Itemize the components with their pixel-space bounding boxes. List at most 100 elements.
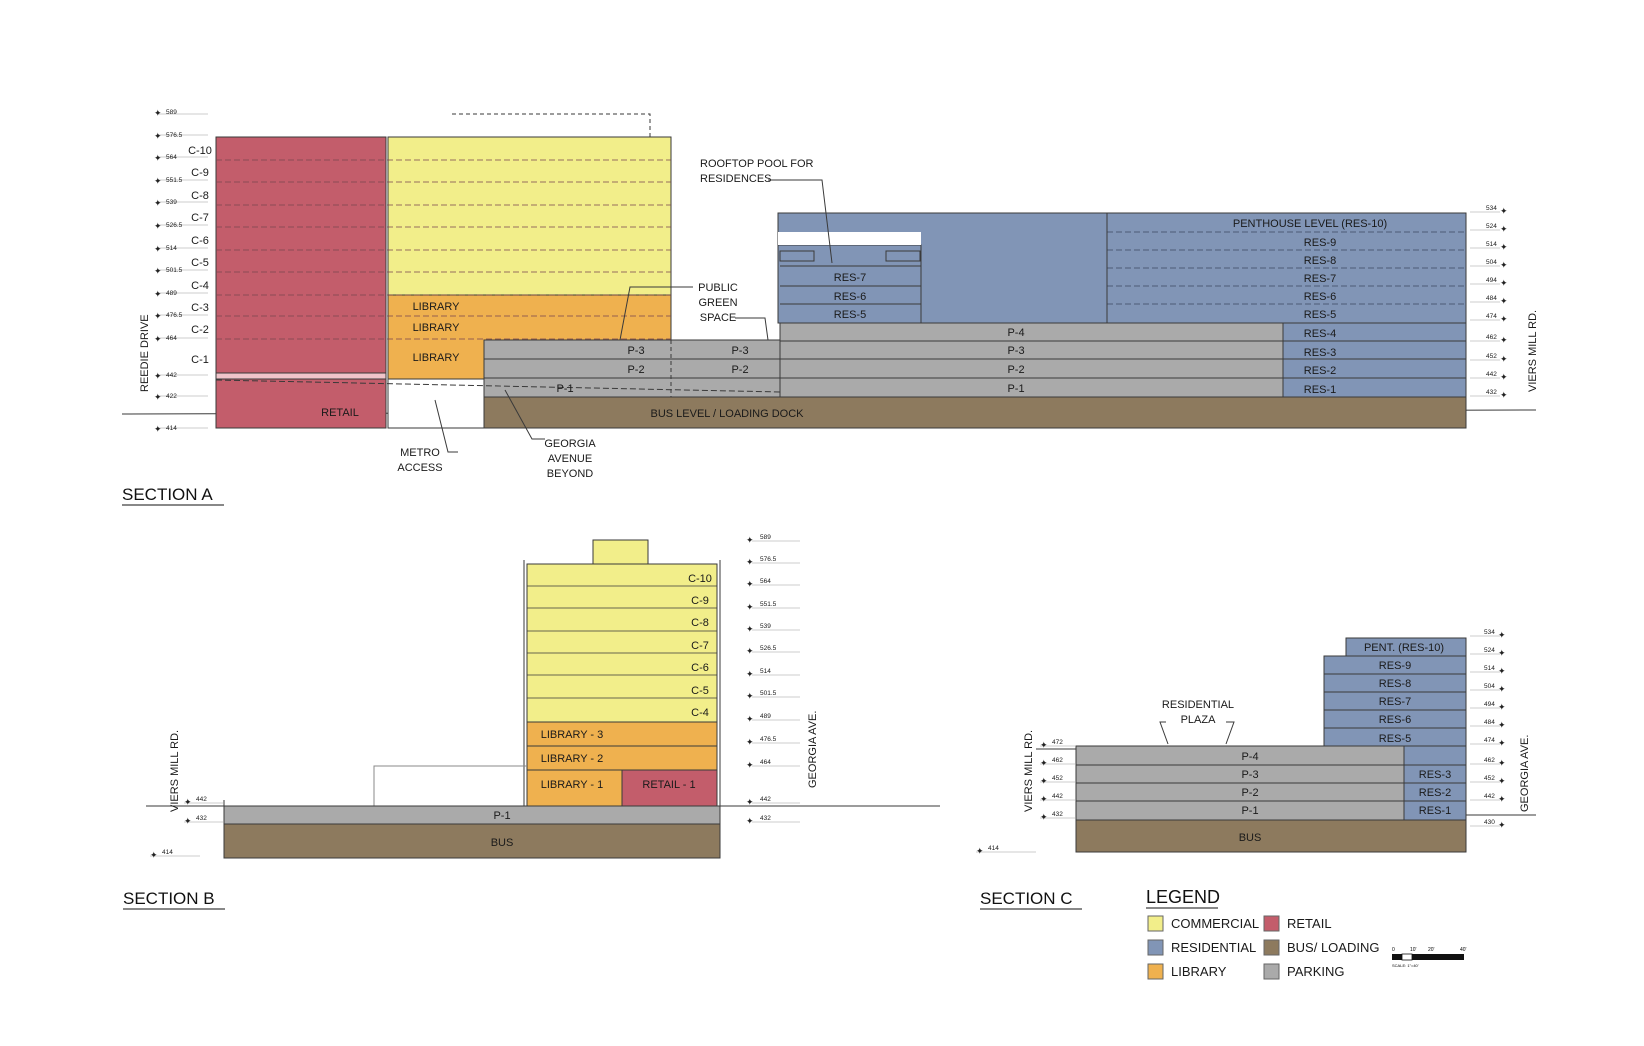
elevation-label: 422 <box>166 393 177 400</box>
scale-tick: 40' <box>1460 947 1467 953</box>
section-a-labels: C-10 C-9 C-8 C-7 C-6 C-5 C-4 C-3 C-2 C-1… <box>139 108 1539 480</box>
parking-label: P-1 <box>556 383 573 395</box>
parking-p1-b <box>223 805 721 825</box>
elevation-label: 551.5 <box>166 177 183 184</box>
floor-label: C-5 <box>691 685 709 697</box>
svg-text:✦: ✦ <box>746 646 754 656</box>
elevation-labels-b-right: 589 576.5 564 551.5 539 526.5 514 501.5 … <box>760 534 777 822</box>
svg-text:✦: ✦ <box>154 392 162 402</box>
elevation-label: 464 <box>760 759 771 766</box>
section-b-title: SECTION B <box>123 889 215 908</box>
svg-text:✦: ✦ <box>746 737 754 747</box>
elevation-label: 564 <box>166 154 177 161</box>
elevation-label: 514 <box>166 245 177 252</box>
library-label: LIBRARY <box>413 322 461 334</box>
elevation-label: 462 <box>1484 757 1495 764</box>
svg-text:✦: ✦ <box>1500 372 1508 382</box>
svg-text:✦: ✦ <box>1498 794 1506 804</box>
legend-label: PARKING <box>1287 964 1345 979</box>
note-green-space: PUBLIC <box>698 282 738 294</box>
elevation-label: 524 <box>1484 647 1495 654</box>
svg-text:✦: ✦ <box>1498 702 1506 712</box>
residential-label: RES-3 <box>1304 347 1336 359</box>
elevation-label: 442 <box>166 372 177 379</box>
svg-text:✦: ✦ <box>1040 812 1048 822</box>
elevation-label: 414 <box>162 849 173 856</box>
floor-label: C-1 <box>191 354 209 366</box>
floor-label: C-6 <box>191 235 209 247</box>
elevation-label: 462 <box>1052 757 1063 764</box>
commercial-floor-labels: C-10 C-9 C-8 C-7 C-6 C-5 C-4 C-3 C-2 C-1 <box>188 145 212 366</box>
scale-tick: 20' <box>1428 947 1435 953</box>
elevation-labels-a-left: 589 576.5 564 551.5 539 526.5 514 501.5 … <box>166 109 183 432</box>
street-label-viers-mill: VIERS MILL RD. <box>1527 310 1539 392</box>
rooftop-pool <box>778 232 921 245</box>
svg-text:✦: ✦ <box>746 669 754 679</box>
floor-label: C-5 <box>191 257 209 269</box>
retail-label: RETAIL - 1 <box>642 779 695 791</box>
section-c-labels: PENT. (RES-10) RES-9 RES-8 RES-7 RES-6 R… <box>976 629 1531 856</box>
elevation-markers-b-left: ✦✦✦ <box>150 797 192 860</box>
residential-label: RES-5 <box>1379 733 1411 745</box>
residential-label: RES-9 <box>1304 237 1336 249</box>
svg-text:✦: ✦ <box>1040 740 1048 750</box>
commercial-tower-retail-block <box>215 136 387 429</box>
residential-label: PENT. (RES-10) <box>1364 642 1444 654</box>
note-georgia-avenue: GEORGIA <box>544 438 596 450</box>
svg-text:✦: ✦ <box>154 153 162 163</box>
scale-bar: 0 10' 20' 40' SCALE: 1"=40' <box>1392 947 1467 968</box>
elevation-label: 534 <box>1486 205 1497 212</box>
library-label: LIBRARY - 1 <box>541 779 604 791</box>
elevation-label: 514 <box>760 668 771 675</box>
bus-loading-level <box>483 396 1467 429</box>
svg-text:✦: ✦ <box>154 198 162 208</box>
svg-text:✦: ✦ <box>746 602 754 612</box>
elevation-label: 476.5 <box>166 312 183 319</box>
svg-text:✦: ✦ <box>1498 820 1506 830</box>
svg-text:✦: ✦ <box>154 221 162 231</box>
elevation-label: 442 <box>196 796 207 803</box>
parking-label: P-1 <box>1241 805 1258 817</box>
bus-label: BUS <box>491 837 514 849</box>
section-a-title: SECTION A <box>122 485 213 504</box>
parking-label: P-4 <box>1007 327 1024 339</box>
commercial-floor-lines <box>216 159 671 340</box>
library-label: LIBRARY - 2 <box>541 753 604 765</box>
floor-label: C-9 <box>191 167 209 179</box>
svg-text:✦: ✦ <box>746 579 754 589</box>
svg-text:✦: ✦ <box>1500 296 1508 306</box>
elevation-markers-c-right: ✦✦✦ ✦✦✦ ✦✦✦ ✦✦ <box>1498 630 1506 830</box>
elevation-labels-b-left: 442 432 414 <box>162 796 207 856</box>
svg-text:✦: ✦ <box>1498 630 1506 640</box>
svg-text:✦: ✦ <box>150 850 158 860</box>
parking-label: P-1 <box>1007 383 1024 395</box>
elevation-label: 494 <box>1486 277 1497 284</box>
parking-label: P-3 <box>731 345 748 357</box>
floor-label: C-10 <box>188 145 212 157</box>
svg-text:✦: ✦ <box>1500 242 1508 252</box>
svg-text:✦: ✦ <box>1498 738 1506 748</box>
elevation-label: 432 <box>196 815 207 822</box>
section-c-title: SECTION C <box>980 889 1073 908</box>
floor-label: C-4 <box>691 707 709 719</box>
elevation-label: 442 <box>1052 793 1063 800</box>
elevation-label: 452 <box>1052 775 1063 782</box>
elevation-markers-a-left: ✦✦✦ ✦✦✦ ✦✦✦ ✦✦✦ ✦✦ <box>154 108 162 434</box>
svg-text:✦: ✦ <box>1500 390 1508 400</box>
scale-tick: 0 <box>1392 947 1395 953</box>
elevation-label: 589 <box>760 534 771 541</box>
retail-1-block <box>621 769 718 807</box>
elevation-label: 564 <box>760 578 771 585</box>
svg-text:✦: ✦ <box>1500 224 1508 234</box>
svg-text:✦: ✦ <box>746 714 754 724</box>
elevation-label: 430 <box>1484 819 1495 826</box>
section-b <box>146 539 940 859</box>
floor-label: C-7 <box>191 212 209 224</box>
floor-label: C-4 <box>191 280 209 292</box>
parking-label: P-2 <box>1007 364 1024 376</box>
floor-label: C-2 <box>191 324 209 336</box>
note-metro-access: METRO <box>400 447 440 459</box>
svg-text:✦: ✦ <box>1498 666 1506 676</box>
svg-text:✦: ✦ <box>1498 684 1506 694</box>
elevation-label: 442 <box>760 796 771 803</box>
